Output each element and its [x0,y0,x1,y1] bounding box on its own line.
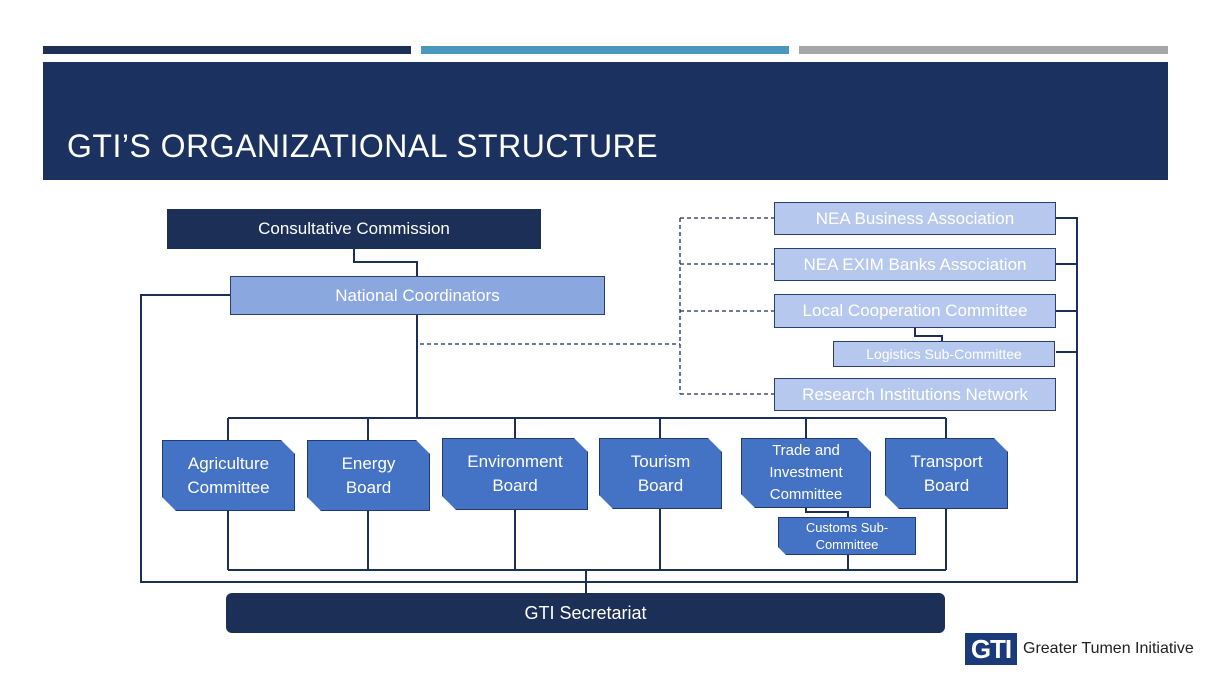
local-cooperation-committee-box: Local Cooperation Committee [774,294,1056,328]
customs-sub-committee-label: Customs Sub-Committee [805,520,889,552]
gti-secretariat-label: GTI Secretariat [524,602,647,623]
national-coordinators-box: National Coordinators [230,276,605,315]
agriculture-committee-box: Agriculture Committee [162,440,295,511]
gti-secretariat-box: GTI Secretariat [226,593,945,633]
committee-label: Transport Board [910,451,983,495]
local-cooperation-committee-label: Local Cooperation Committee [802,301,1028,320]
consultative-commission-label: Consultative Commission [258,219,450,238]
nea-exim-banks-association-label: NEA EXIM Banks Association [803,254,1027,274]
national-coordinators-label: National Coordinators [335,285,500,305]
logo-text: Greater Tumen Initiative [1023,640,1194,657]
customs-sub-committee-box: Customs Sub-Committee [778,517,916,555]
slide-title: GTI’S ORGANIZATIONAL STRUCTURE [67,128,659,164]
energy-board-box: Energy Board [307,440,430,511]
gti-logo: GTI Greater Tumen Initiative [965,632,1194,666]
committee-label: Trade and Investment Committee [769,442,843,503]
tourism-board-box: Tourism Board [599,438,722,509]
environment-board-box: Environment Board [442,438,588,510]
logistics-sub-committee-box: Logistics Sub-Committee [833,341,1055,367]
nea-business-association-label: NEA Business Association [815,208,1015,228]
connector-outer-loop [140,217,1078,583]
research-institutions-network-box: Research Institutions Network [774,378,1056,411]
committee-label: Tourism Board [630,451,691,495]
connector-cc-nc [353,249,418,276]
nea-exim-banks-association-box: NEA EXIM Banks Association [774,248,1056,281]
logistics-sub-committee-label: Logistics Sub-Committee [866,346,1022,362]
accent-bar-gray [799,46,1168,54]
title-banner: GTI’S ORGANIZATIONAL STRUCTURE [43,62,1168,180]
committee-label: Agriculture Committee [187,453,270,497]
research-institutions-network-label: Research Institutions Network [802,384,1028,404]
consultative-commission-box: Consultative Commission [167,209,541,249]
trade-investment-committee-box: Trade and Investment Committee [741,438,871,508]
accent-bar-navy [43,46,411,54]
transport-board-box: Transport Board [885,438,1008,509]
committee-label: Energy Board [341,453,396,497]
logo-mark: GTI [965,633,1017,665]
accent-bar-blue [421,46,789,54]
nea-business-association-box: NEA Business Association [774,202,1056,235]
committee-label: Environment Board [467,452,563,495]
